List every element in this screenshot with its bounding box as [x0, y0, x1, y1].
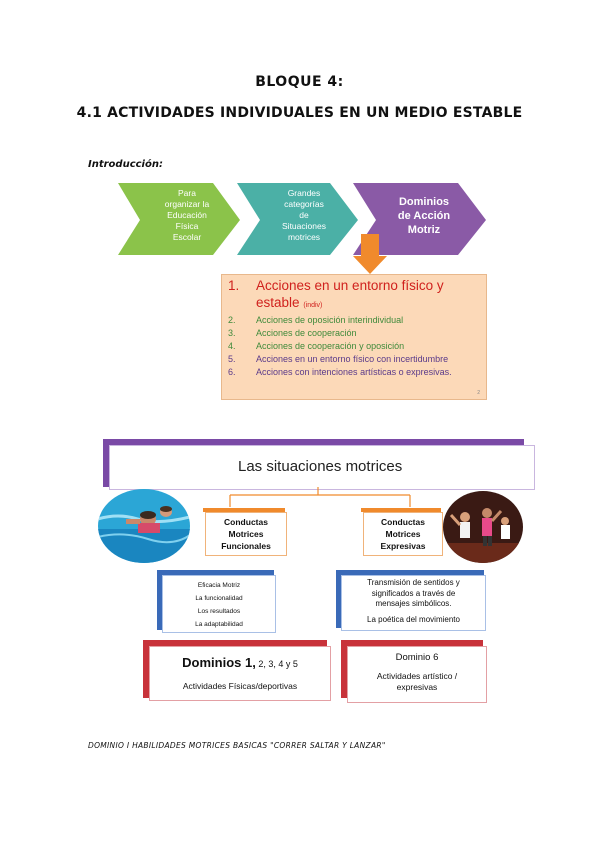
domain-list-box: 1.Acciones en un entorno físico y establ…: [221, 274, 487, 400]
arrow-organizar: [118, 183, 240, 255]
dominio-6-sub: Actividades artístico /expresivas: [376, 671, 458, 692]
left-conducta-bar: [203, 508, 285, 512]
item-resultados: Los resultados: [197, 608, 241, 615]
swimmers-photo: [98, 489, 190, 563]
list-item-5: 5.Acciones en un entorno físico con ince…: [228, 354, 449, 364]
item-adaptabilidad: La adaptabilidad: [195, 621, 243, 628]
left-blue-box: Eficacia Motriz La funcionalidad Los res…: [162, 575, 276, 633]
bloque-title: BLOQUE 4:: [255, 74, 344, 90]
section-title: 4.1 ACTIVIDADES INDIVIDUALES EN UN MEDIO…: [76, 105, 523, 121]
dominios-1-5-title: Dominios 1, 2, 3, 4 y 5: [182, 655, 298, 670]
down-arrow-icon: [353, 234, 387, 274]
page-mark: 2: [477, 390, 480, 396]
list-item-1-cont: estable (indiv): [256, 295, 323, 310]
right-red-side: [341, 640, 347, 698]
left-red-bar: [143, 640, 327, 646]
left-blue-bar: [157, 570, 274, 575]
dominios-1-5-sub: Actividades Físicas/deportivas: [182, 681, 298, 691]
intro-label: Introducción:: [88, 159, 163, 170]
flow-arrows: [118, 183, 486, 255]
right-blue-side: [336, 570, 341, 628]
right-blue-list: Transmisión de sentidos y significados a…: [367, 578, 460, 608]
situaciones-title: Las situaciones motrices: [238, 458, 403, 475]
left-red-side: [143, 640, 149, 698]
poetica-text: La poética del movimiento: [367, 615, 460, 624]
item-funcionalidad: La funcionalidad: [195, 595, 243, 602]
right-blue-box: Transmisión de sentidos y significados a…: [341, 575, 486, 631]
right-red-bar: [341, 640, 483, 646]
title-banner-side: [103, 443, 109, 487]
dominio-6-box: Dominio 6 Actividades artístico /expresi…: [347, 646, 487, 703]
left-blue-side: [157, 570, 162, 630]
title-banner-back: [103, 439, 524, 445]
dancers-photo: [443, 491, 523, 563]
situaciones-title-box: Las situaciones motrices: [109, 445, 535, 490]
left-blue-list: Eficacia Motriz La funcionalidad Los res…: [163, 579, 275, 631]
arrow-categorias: [237, 183, 358, 255]
footer-text: DOMINIO I HABILIDADES MOTRICES BASICAS "…: [88, 741, 386, 750]
right-conducta-bar: [361, 508, 441, 512]
dominios-1-5-box: Dominios 1, 2, 3, 4 y 5 Actividades Físi…: [149, 646, 331, 701]
list-item-3: 3.Acciones de cooperación: [228, 328, 357, 338]
list-item-4: 4.Acciones de cooperación y oposición: [228, 341, 405, 351]
dominio-6-title: Dominio 6: [395, 652, 439, 663]
arrow-dominios: [353, 183, 486, 255]
connector-lines: [229, 487, 411, 507]
list-item-1: 1.Acciones en un entorno físico y: [228, 278, 444, 293]
list-item-6: 6.Acciones con intenciones artísticas o …: [228, 367, 452, 377]
list-item-2: 2.Acciones de oposición interindividual: [228, 315, 404, 325]
right-blue-bar: [336, 570, 484, 575]
item-eficacia: Eficacia Motriz: [197, 582, 241, 589]
